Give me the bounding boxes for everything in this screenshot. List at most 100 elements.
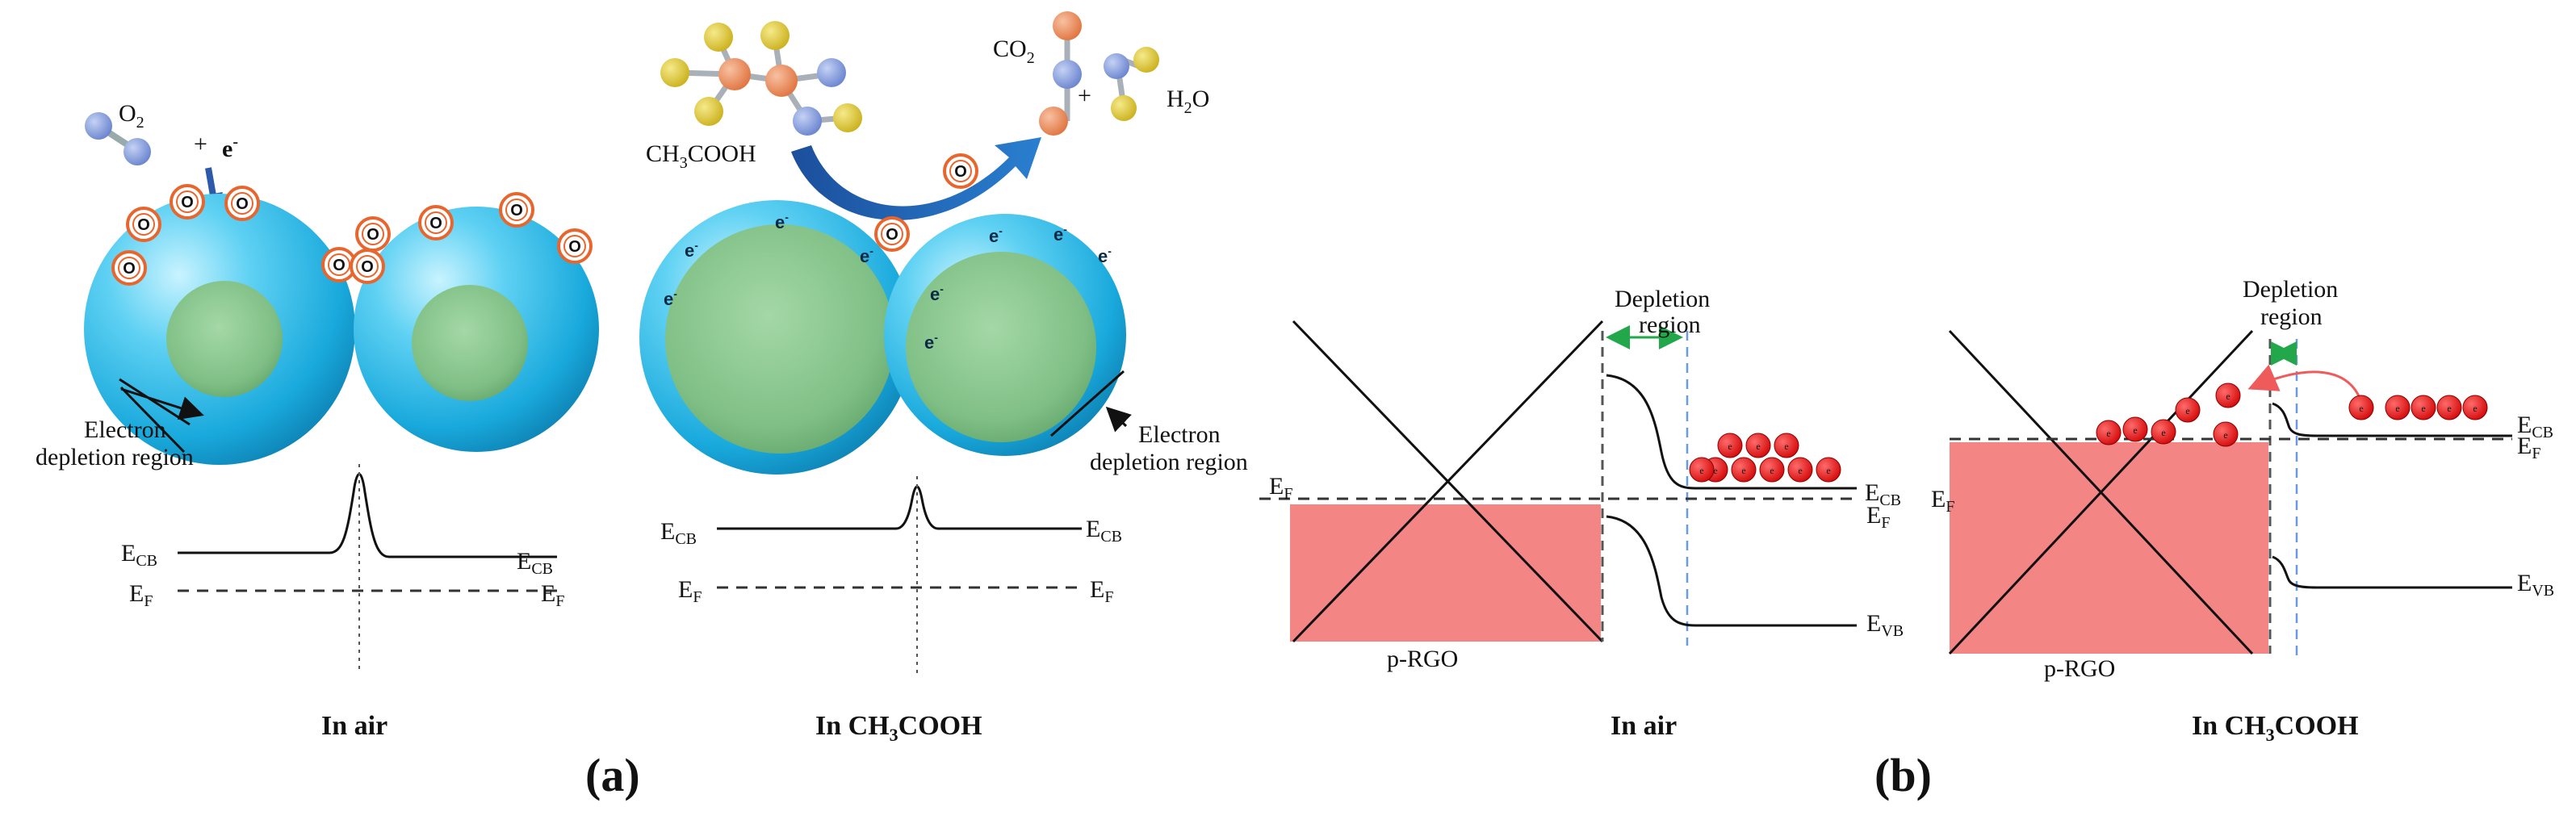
ef-right-label-b-acid: EF — [2517, 433, 2540, 462]
evb-label-b-acid: EVB — [2517, 570, 2554, 600]
cb-electron-4-symbol: e — [1713, 465, 1717, 476]
cb-electron-7: e — [1787, 457, 1813, 483]
transferred-electron-2-symbol: e — [2421, 403, 2425, 414]
adsorbed-oxygen-1: O — [126, 207, 161, 242]
depletion-label-line1: Electron — [84, 416, 166, 443]
co2-molecule-icon — [1039, 11, 1082, 136]
conduction-band-b — [1606, 374, 1857, 490]
cb-electron-2-symbol: e — [1756, 441, 1760, 452]
caption-a-acid: In CH3COOH — [815, 711, 982, 745]
transferred-electron-2: e — [2411, 395, 2436, 420]
surface-electron-2: e- — [775, 211, 789, 232]
adsorbed-oxygen-6: O — [350, 249, 385, 284]
depletion-arrow — [120, 387, 204, 420]
adsorbed-oxygen-2: O — [170, 184, 205, 220]
adsorbed-oxygen-9: O — [499, 192, 534, 228]
transferred-electron-1: e — [2385, 395, 2411, 420]
cb-electron-1-symbol: e — [1728, 441, 1732, 452]
transferred-electron-8-symbol: e — [2185, 405, 2189, 416]
ecb-label-b: ECB — [1865, 479, 1901, 509]
cb-electron-8-symbol: e — [1826, 465, 1830, 476]
caption-a-air: In air — [321, 711, 387, 741]
ef-left-label-acid: EF — [678, 576, 702, 606]
plus-sign: + — [194, 131, 207, 157]
ef-left-label-b: EF — [1269, 473, 1292, 503]
acetic-acid-label: CH3COOH — [646, 140, 756, 172]
cb-electron-6: e — [1759, 457, 1785, 483]
transferred-electron-3-symbol: e — [2447, 403, 2451, 414]
valence-band-b — [1606, 515, 1857, 627]
electron-label: e- — [222, 133, 238, 162]
cb-electron-3-symbol: e — [1784, 441, 1788, 452]
conduction-band-b-acid — [2272, 402, 2512, 437]
h2o-label: H2O — [1167, 86, 1209, 117]
transferred-electron-9-symbol: e — [2226, 391, 2230, 402]
reacting-oxygen-1-label: O — [886, 226, 898, 244]
reacting-oxygen-1: O — [874, 216, 910, 252]
transferred-electron-11-symbol: e — [2161, 427, 2165, 438]
reacting-oxygen-group: OO — [874, 153, 978, 252]
valence-band-b-acid — [2272, 555, 2512, 589]
depletion-label-b-acid-line1: Depletion — [2243, 276, 2338, 303]
cb-electron-1: e — [1717, 433, 1743, 458]
transferred-electron-7: e — [2122, 416, 2148, 442]
transferred-electron-1-symbol: e — [2395, 403, 2399, 414]
ef-left-label: EF — [129, 580, 153, 610]
surface-electron-7: e- — [1053, 223, 1067, 245]
cb-electron-9-symbol: e — [1699, 465, 1703, 476]
transferred-electron-7-symbol: e — [2133, 424, 2137, 436]
panel-a-acid: CH3COOH CO2 + H2O OO e-e- — [639, 11, 1248, 745]
o2-label: O2 — [119, 100, 145, 132]
adsorbed-oxygen-4-label: O — [123, 260, 136, 278]
reacting-oxygen-2-label: O — [954, 163, 967, 181]
depletion-tick — [119, 386, 186, 454]
co2-label: CO2 — [993, 36, 1035, 67]
transferred-electron-6-symbol: e — [2106, 428, 2110, 439]
conduction-band-curve — [178, 473, 557, 558]
cb-electron-3: e — [1774, 433, 1799, 458]
ef-right-label: EF — [541, 580, 564, 610]
cb-electron-9: e — [1689, 457, 1715, 483]
o2-molecule-icon — [85, 112, 151, 165]
panel-a-label: (a) — [585, 749, 640, 801]
cb-electron-2: e — [1745, 433, 1771, 458]
adsorbed-oxygen-2-label: O — [181, 194, 194, 211]
h2o-molecule-icon — [1104, 47, 1159, 121]
material-label-b: p-RGO — [1387, 646, 1458, 672]
surface-electron-1: e- — [685, 239, 698, 261]
adsorbed-oxygen-3: O — [224, 186, 260, 221]
ef-right-label-b: EF — [1866, 502, 1890, 532]
released-electrons-group: e-e-e-e-e-e-e-e-e- — [664, 211, 1112, 353]
surface-electron-6: e- — [989, 224, 1003, 246]
ecb-left-label: ECB — [121, 540, 157, 570]
adsorbed-oxygen-7: O — [355, 216, 391, 252]
adsorbed-oxygen-4: O — [111, 250, 147, 286]
acetic-acid-molecule-icon — [660, 21, 862, 136]
surface-electron-4: e- — [664, 287, 677, 309]
particle-acid-right — [884, 214, 1126, 456]
material-label-b-acid: p-RGO — [2044, 655, 2115, 682]
surface-electron-9: e- — [924, 331, 938, 353]
particle-right — [354, 207, 599, 452]
surface-electron-8: e- — [1098, 245, 1112, 266]
caption-b-acid: In CH3COOH — [2192, 711, 2359, 745]
transferred-electron-11: e — [2151, 419, 2176, 445]
transferred-electron-5: e — [2348, 395, 2374, 420]
adsorbed-oxygen-9-label: O — [510, 202, 523, 220]
dirac-cone-line-2 — [1292, 320, 1604, 643]
ecb-left-label-acid: ECB — [660, 518, 697, 548]
particle-left — [84, 194, 355, 465]
depletion-width-line-acid — [1050, 370, 1125, 437]
transferred-electron-4-symbol: e — [2473, 403, 2477, 414]
ecb-label-b-acid: ECB — [2517, 412, 2553, 441]
valence-band-fill-acid — [1950, 442, 2268, 654]
adsorbed-oxygen-8: O — [418, 205, 454, 240]
caption-b-air: In air — [1611, 711, 1677, 741]
cb-electron-7-symbol: e — [1798, 465, 1802, 476]
transferred-electron-4: e — [2462, 395, 2488, 420]
ef-right-label-acid: EF — [1090, 576, 1113, 606]
